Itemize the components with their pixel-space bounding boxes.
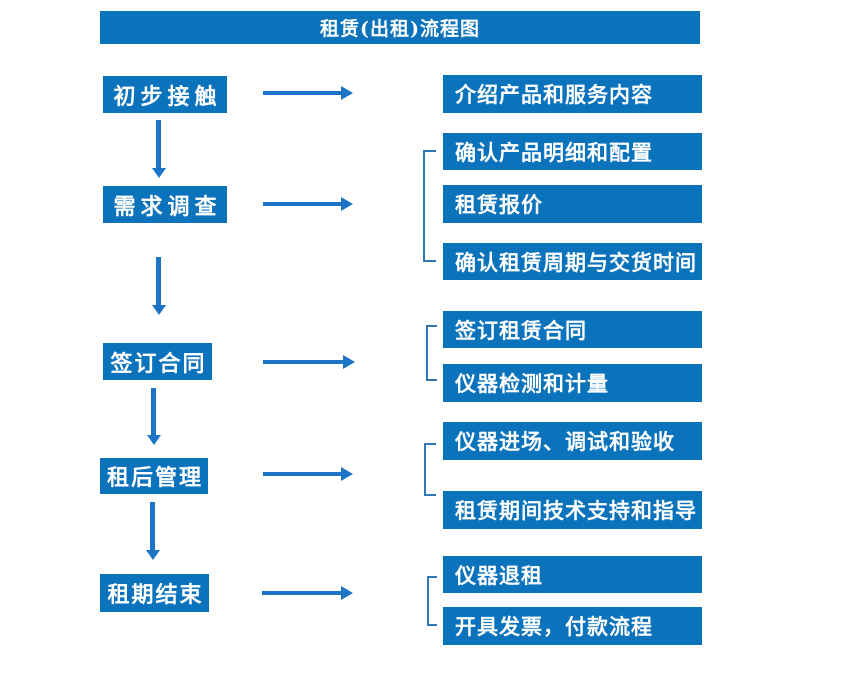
right-arrow-step4: [263, 472, 341, 476]
step-box-post-rental-management: 租后管理: [100, 458, 208, 494]
group-bracket-sign-contract: [426, 325, 437, 381]
detail-box-rental-quote: 租赁报价: [443, 185, 702, 223]
detail-box-instrument-setup-acceptance: 仪器进场、调试和验收: [443, 422, 702, 460]
down-arrow-step4-step5: [150, 502, 155, 550]
flowchart-title: 租赁(出租)流程图: [100, 11, 700, 44]
detail-box-technical-support: 租赁期间技术支持和指导: [443, 491, 702, 529]
down-arrow-step1-step2: [156, 120, 161, 168]
step-box-demand-survey: 需求调查: [103, 186, 227, 223]
detail-box-instrument-testing: 仪器检测和计量: [443, 364, 702, 402]
detail-box-sign-rental-contract: 签订租赁合同: [443, 311, 702, 348]
step-box-sign-contract: 签订合同: [103, 343, 212, 380]
right-arrow-step3: [263, 360, 343, 364]
right-arrow-step5: [262, 591, 341, 595]
step-box-rental-end: 租期结束: [100, 574, 209, 612]
detail-box-introduce-products: 介绍产品和服务内容: [443, 75, 702, 113]
down-arrow-step3-step4: [151, 388, 156, 435]
right-arrow-step1: [263, 91, 341, 95]
group-bracket-demand-survey: [423, 150, 436, 262]
group-bracket-post-rental: [424, 443, 436, 496]
down-arrow-step2-step3: [156, 257, 161, 305]
right-arrow-step2: [263, 202, 341, 206]
detail-box-confirm-rental-period: 确认租赁周期与交货时间: [443, 243, 702, 280]
step-box-initial-contact: 初步接触: [103, 76, 227, 113]
detail-box-confirm-product-details: 确认产品明细和配置: [443, 133, 702, 170]
group-bracket-rental-end: [427, 576, 437, 626]
detail-box-invoice-payment: 开具发票，付款流程: [443, 607, 702, 645]
detail-box-instrument-return: 仪器退租: [443, 556, 702, 593]
